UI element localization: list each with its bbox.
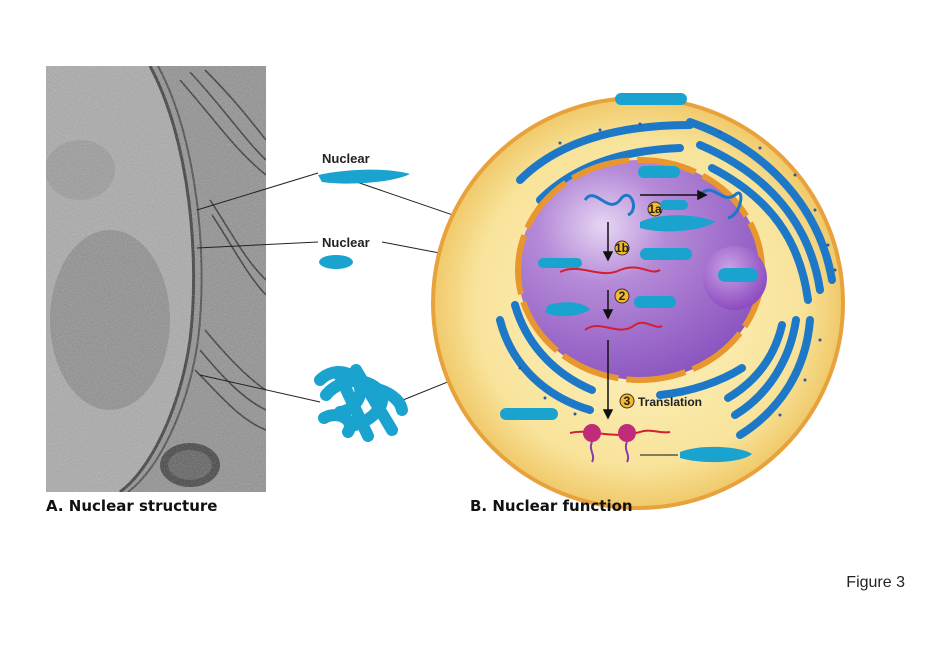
caption-a: A. Nuclear structure bbox=[46, 497, 217, 515]
redaction-mark bbox=[319, 255, 353, 269]
step-3-marker: 3 bbox=[624, 394, 631, 408]
step-1b-marker: 1b bbox=[615, 241, 629, 255]
redaction-marks-b bbox=[500, 93, 758, 463]
caption-b: B. Nuclear function bbox=[470, 497, 633, 515]
label-nuclear-pore: Nuclear bbox=[322, 235, 370, 250]
redaction-mark bbox=[318, 169, 410, 184]
micrograph-panel bbox=[46, 66, 266, 492]
step-1a-marker: 1a bbox=[648, 202, 662, 216]
figure-label: Figure 3 bbox=[846, 574, 905, 591]
translation-label: Translation bbox=[638, 395, 702, 409]
endoplasmic-reticulum bbox=[496, 118, 836, 439]
redaction-scribble bbox=[314, 364, 408, 442]
step-2-marker: 2 bbox=[619, 289, 626, 303]
label-nuclear-envelope: Nuclear bbox=[322, 151, 370, 166]
